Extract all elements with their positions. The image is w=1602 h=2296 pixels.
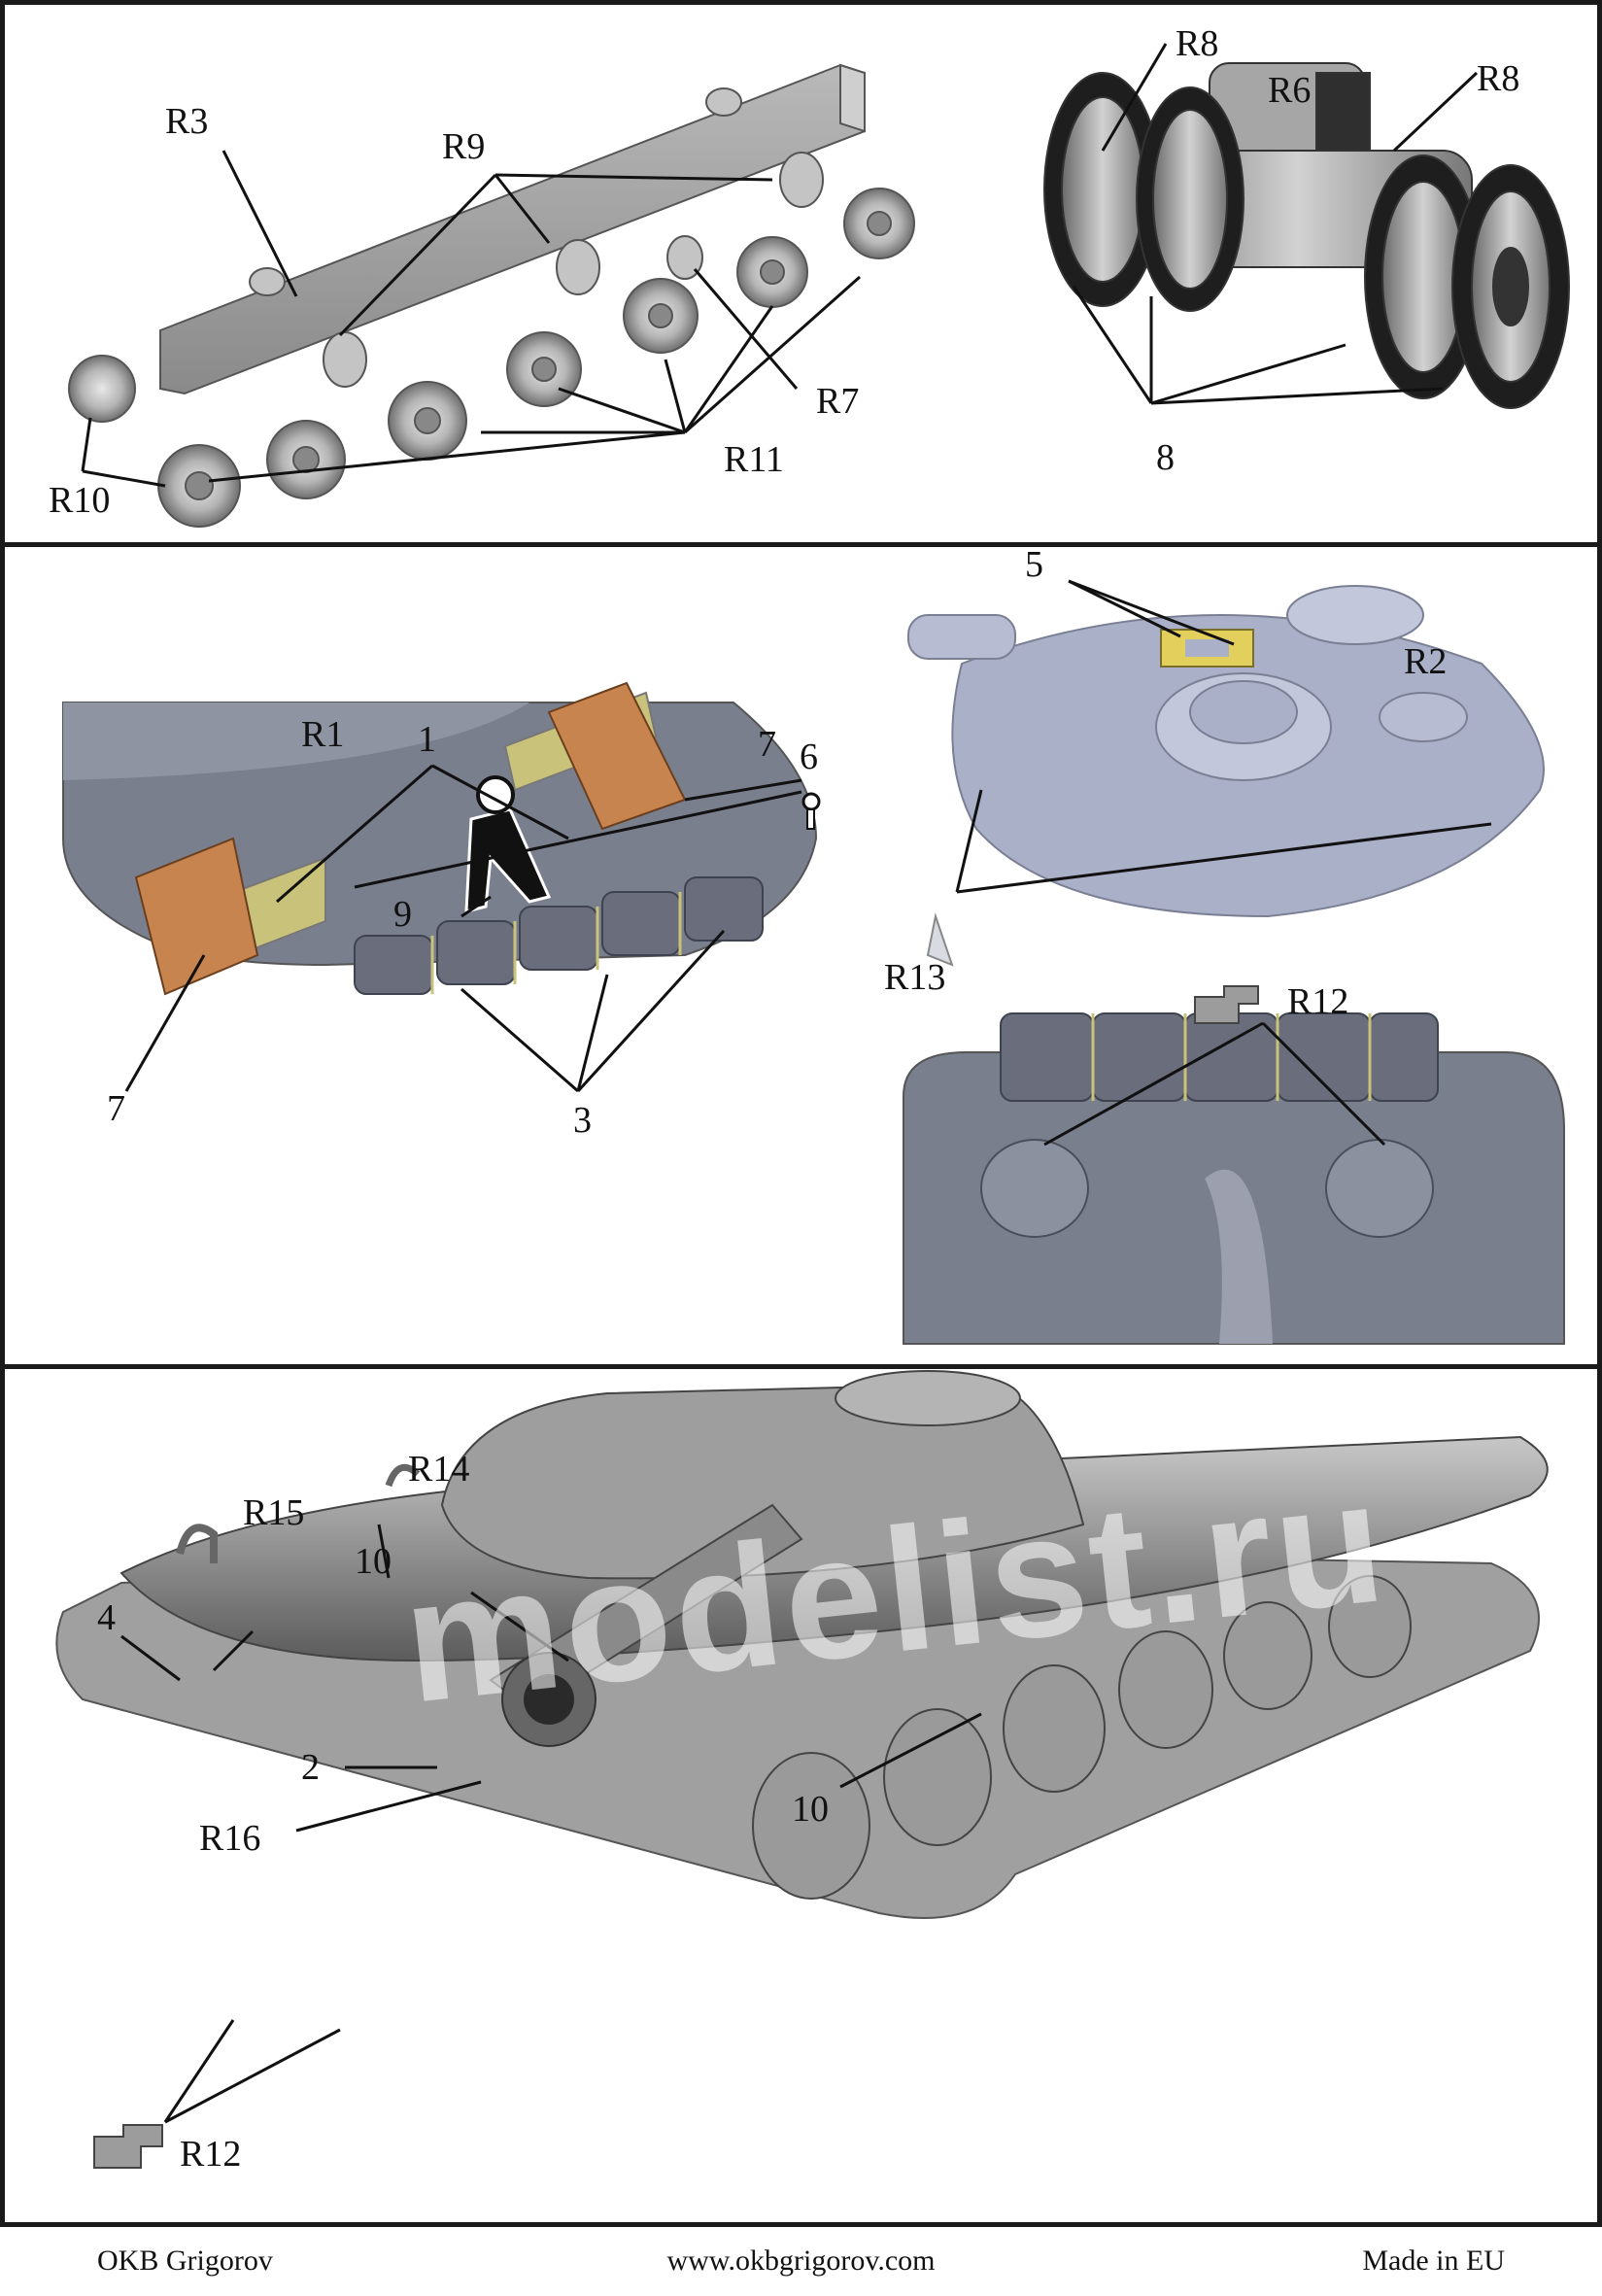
- label-R12-assembly: R12: [180, 2134, 241, 2175]
- running-gear-illustration: R3 R9 R7 R11 R10 R8 R6 R8 8: [49, 23, 1570, 528]
- label-9: 9: [393, 894, 412, 935]
- leader-lines-panel-3: [120, 1524, 982, 2124]
- label-R6: R6: [1268, 70, 1311, 111]
- panel-assembly: R14 R15 10 4 2 R16 10 R12: [0, 1364, 1602, 2227]
- road-wheels: [68, 188, 915, 528]
- panel-hull-turret: R1 1 7 6 9 7 3 5 R2 R13 R12: [0, 542, 1602, 1369]
- label-5: 5: [1025, 547, 1043, 585]
- label-3: 3: [573, 1100, 592, 1141]
- label-7-left: 7: [107, 1088, 125, 1129]
- suspension-beam: [159, 63, 866, 395]
- label-R9: R9: [442, 126, 485, 167]
- hull-turret-illustration: R1 1 7 6 9 7 3 5 R2 R13 R12: [62, 547, 1565, 1345]
- label-1: 1: [418, 719, 436, 760]
- assembly-illustration: R14 R15 10 4 2 R16 10 R12: [55, 1370, 1549, 2175]
- label-R12: R12: [1287, 981, 1348, 1022]
- label-10-bottom: 10: [792, 1789, 829, 1830]
- footer: OKB Grigorov www.okbgrigorov.com Made in…: [0, 2227, 1602, 2296]
- label-6: 6: [800, 737, 818, 777]
- leader-lines-panel-2: [124, 579, 1492, 1147]
- label-R2: R2: [1404, 641, 1447, 682]
- label-R1: R1: [301, 714, 344, 755]
- sprocket-assembly: [1043, 62, 1570, 409]
- hull-rear-view: [62, 681, 821, 996]
- hull-front-view: [903, 985, 1565, 1345]
- label-R15: R15: [243, 1492, 304, 1533]
- label-R7: R7: [816, 381, 859, 422]
- label-8: 8: [1156, 437, 1175, 478]
- label-R11: R11: [724, 439, 784, 480]
- footer-brand: OKB Grigorov: [97, 2245, 273, 2277]
- leader-lines-panel-1: [81, 43, 1479, 488]
- label-7-right: 7: [758, 724, 776, 765]
- label-R8-left: R8: [1176, 23, 1218, 64]
- label-R14: R14: [408, 1449, 469, 1490]
- label-R8-right: R8: [1477, 58, 1519, 99]
- axle-pins: [249, 87, 824, 388]
- tank-model: [55, 1370, 1549, 2169]
- label-R16: R16: [199, 1818, 260, 1859]
- label-R3: R3: [165, 101, 208, 142]
- label-R10: R10: [49, 480, 110, 521]
- label-R13: R13: [884, 957, 945, 998]
- footer-website: www.okbgrigorov.com: [666, 2245, 936, 2277]
- label-2: 2: [301, 1747, 320, 1788]
- panel-running-gear: R3 R9 R7 R11 R10 R8 R6 R8 8: [0, 0, 1602, 547]
- label-4: 4: [97, 1597, 116, 1638]
- footer-origin: Made in EU: [1362, 2245, 1505, 2277]
- label-10-top: 10: [355, 1541, 392, 1582]
- turret-view: [907, 585, 1545, 967]
